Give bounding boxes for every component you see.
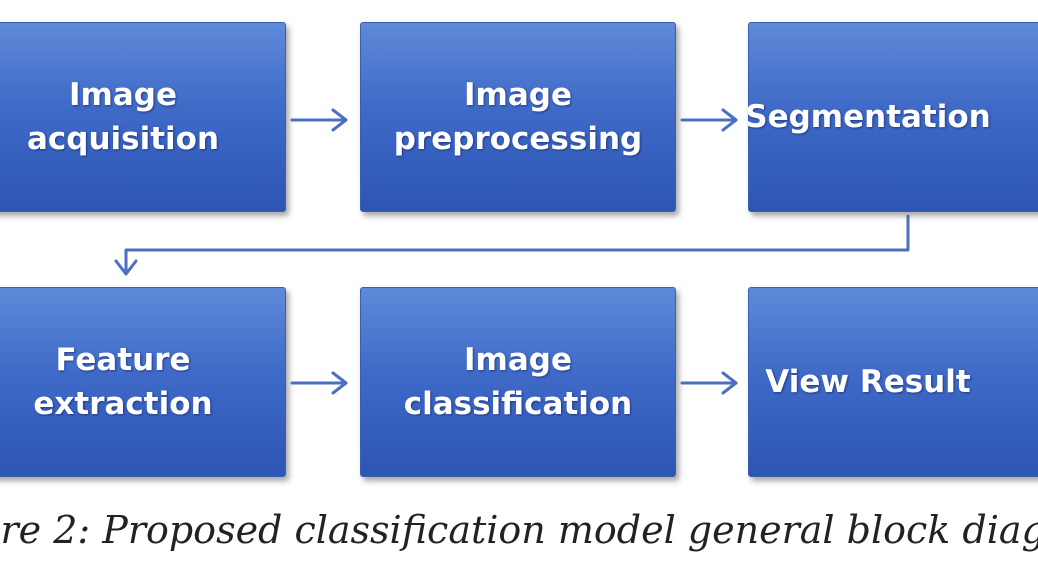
arrow-feature-extraction-to-classification (290, 371, 348, 395)
box-label: Feature extraction (33, 342, 213, 422)
box-label: Image acquisition (26, 77, 220, 157)
box-feature-extraction: Feature extraction (0, 287, 286, 477)
box-image-preprocessing: Image preprocessing (360, 22, 676, 212)
box-label: Image classification (403, 342, 633, 422)
box-label: View Result (765, 364, 971, 400)
arrow-preprocessing-to-segmentation (680, 108, 738, 132)
box-segmentation: Segmentation (745, 22, 1038, 212)
box-image-acquisition: Image acquisition (0, 22, 286, 212)
figure-caption: ure 2: Proposed classification model gen… (0, 508, 1038, 552)
box-image-classification: Image classification (360, 287, 676, 477)
arrow-classification-to-view-result (680, 371, 738, 395)
box-label: Segmentation (745, 99, 991, 135)
arrow-acquisition-to-preprocessing (290, 108, 348, 132)
box-view-result: View Result (748, 287, 1038, 477)
box-label: Image preprocessing (393, 77, 643, 157)
arrow-segmentation-to-feature-extraction (114, 214, 910, 276)
